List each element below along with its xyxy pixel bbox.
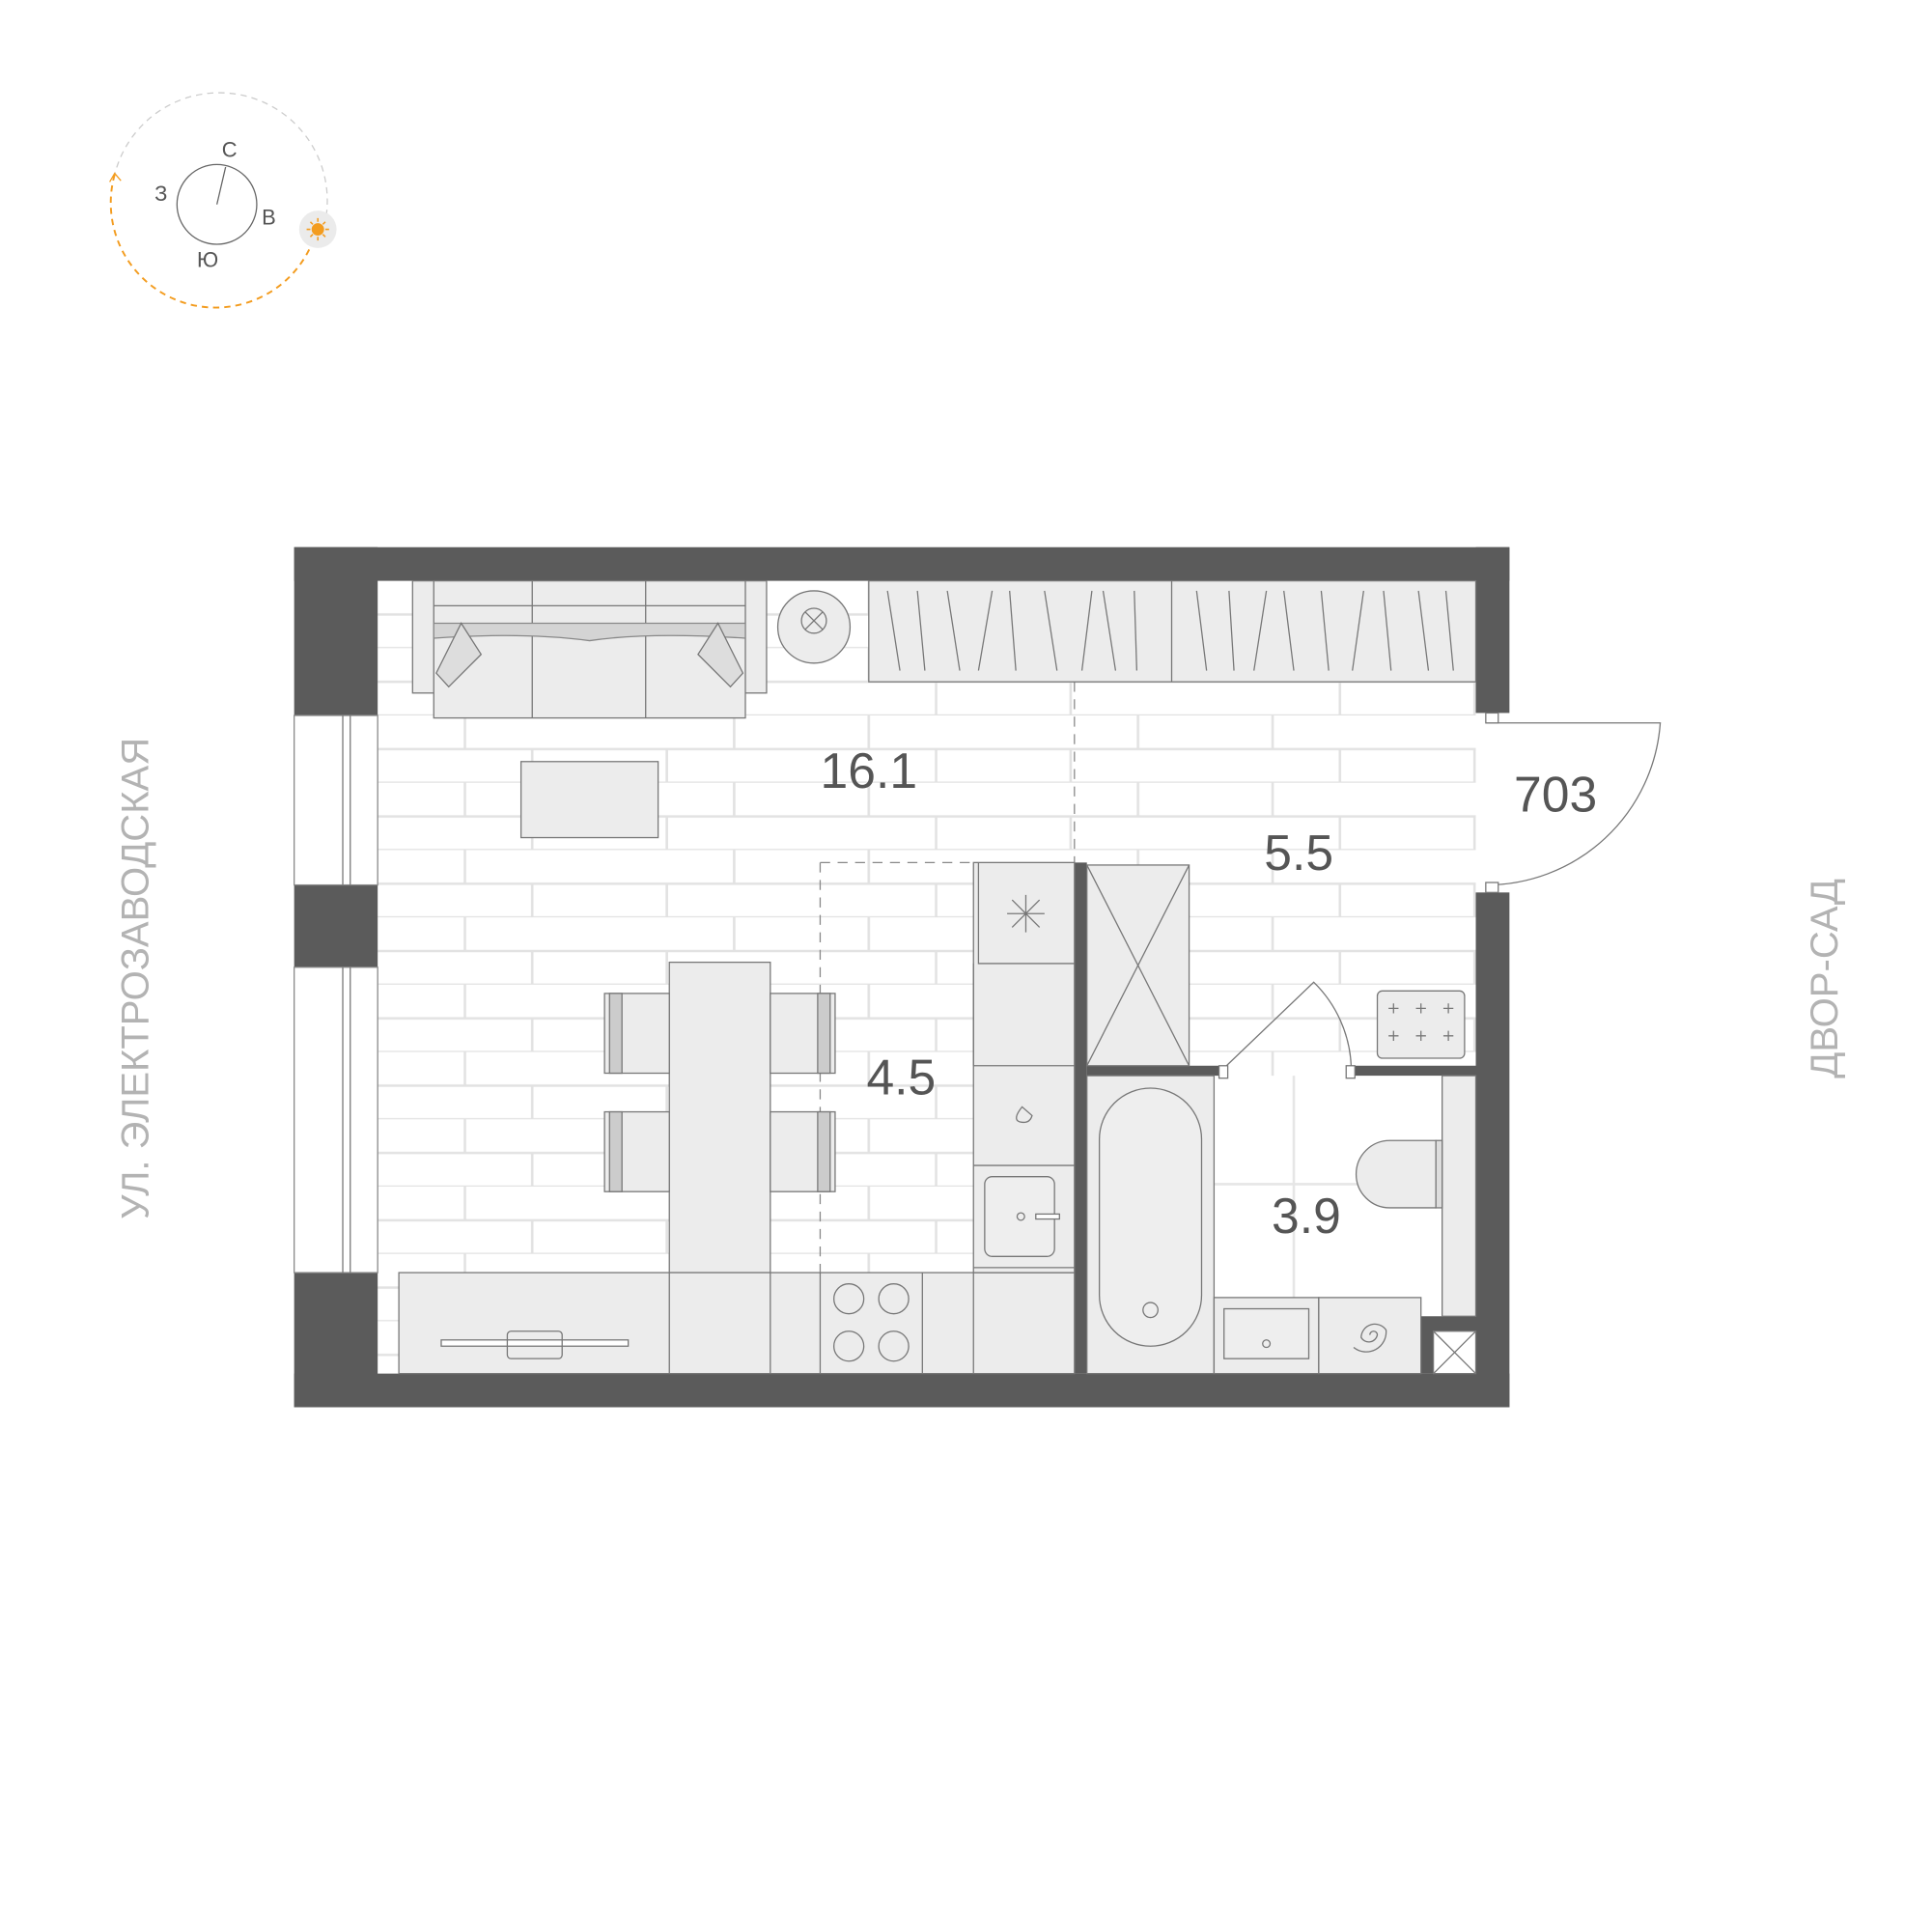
bathroom-door[interactable] <box>1218 981 1356 1079</box>
compass-north: С <box>222 138 238 162</box>
apartment-number: 703 <box>1514 766 1597 822</box>
washing-machine <box>1318 1297 1422 1375</box>
sofa <box>411 579 768 719</box>
compass: С В Ю З <box>109 92 337 309</box>
area-living: 16.1 <box>821 742 917 798</box>
bathtub <box>1086 1075 1216 1375</box>
dining-set <box>603 961 836 1274</box>
fridge-icon <box>1007 894 1045 933</box>
entrance-door[interactable] <box>1485 712 1662 893</box>
compass-east: В <box>262 205 276 229</box>
lamp-icon <box>804 611 824 630</box>
dishwasher-icon <box>1016 1106 1033 1124</box>
arrow-icon <box>109 172 122 182</box>
street-label-left: УЛ. ЭЛЕКТРОЗАВОДСКАЯ <box>115 738 157 1219</box>
side-table <box>776 590 852 664</box>
toilet <box>1356 1075 1477 1317</box>
compass-arc-night <box>114 92 328 228</box>
compass-needle <box>215 166 227 205</box>
kitchen-counter <box>398 1272 1076 1375</box>
area-hall: 5.5 <box>1264 825 1333 881</box>
outer-walls <box>294 546 1510 1408</box>
shaft-icon <box>1433 1330 1476 1375</box>
wardrobe <box>868 579 1477 683</box>
coffee-table <box>519 761 659 839</box>
electric-panel <box>1376 990 1466 1059</box>
compass-circle <box>176 163 258 245</box>
washbasin <box>1213 1297 1320 1375</box>
area-kitchen: 4.5 <box>866 1049 936 1105</box>
zone-divider <box>819 682 1076 1274</box>
compass-arc-sun <box>109 174 313 309</box>
street-label-right: ДВОР-САД <box>1804 879 1846 1078</box>
kitchen-column <box>972 861 1076 1274</box>
cooktop-icon <box>833 1283 910 1362</box>
compass-south: Ю <box>197 247 218 271</box>
sun-icon <box>298 210 337 248</box>
shower-cabinet <box>1086 864 1190 1067</box>
area-bathroom: 3.9 <box>1272 1188 1341 1244</box>
window <box>294 714 378 1274</box>
compass-west: З <box>154 182 167 206</box>
spiral-icon <box>1353 1323 1387 1353</box>
